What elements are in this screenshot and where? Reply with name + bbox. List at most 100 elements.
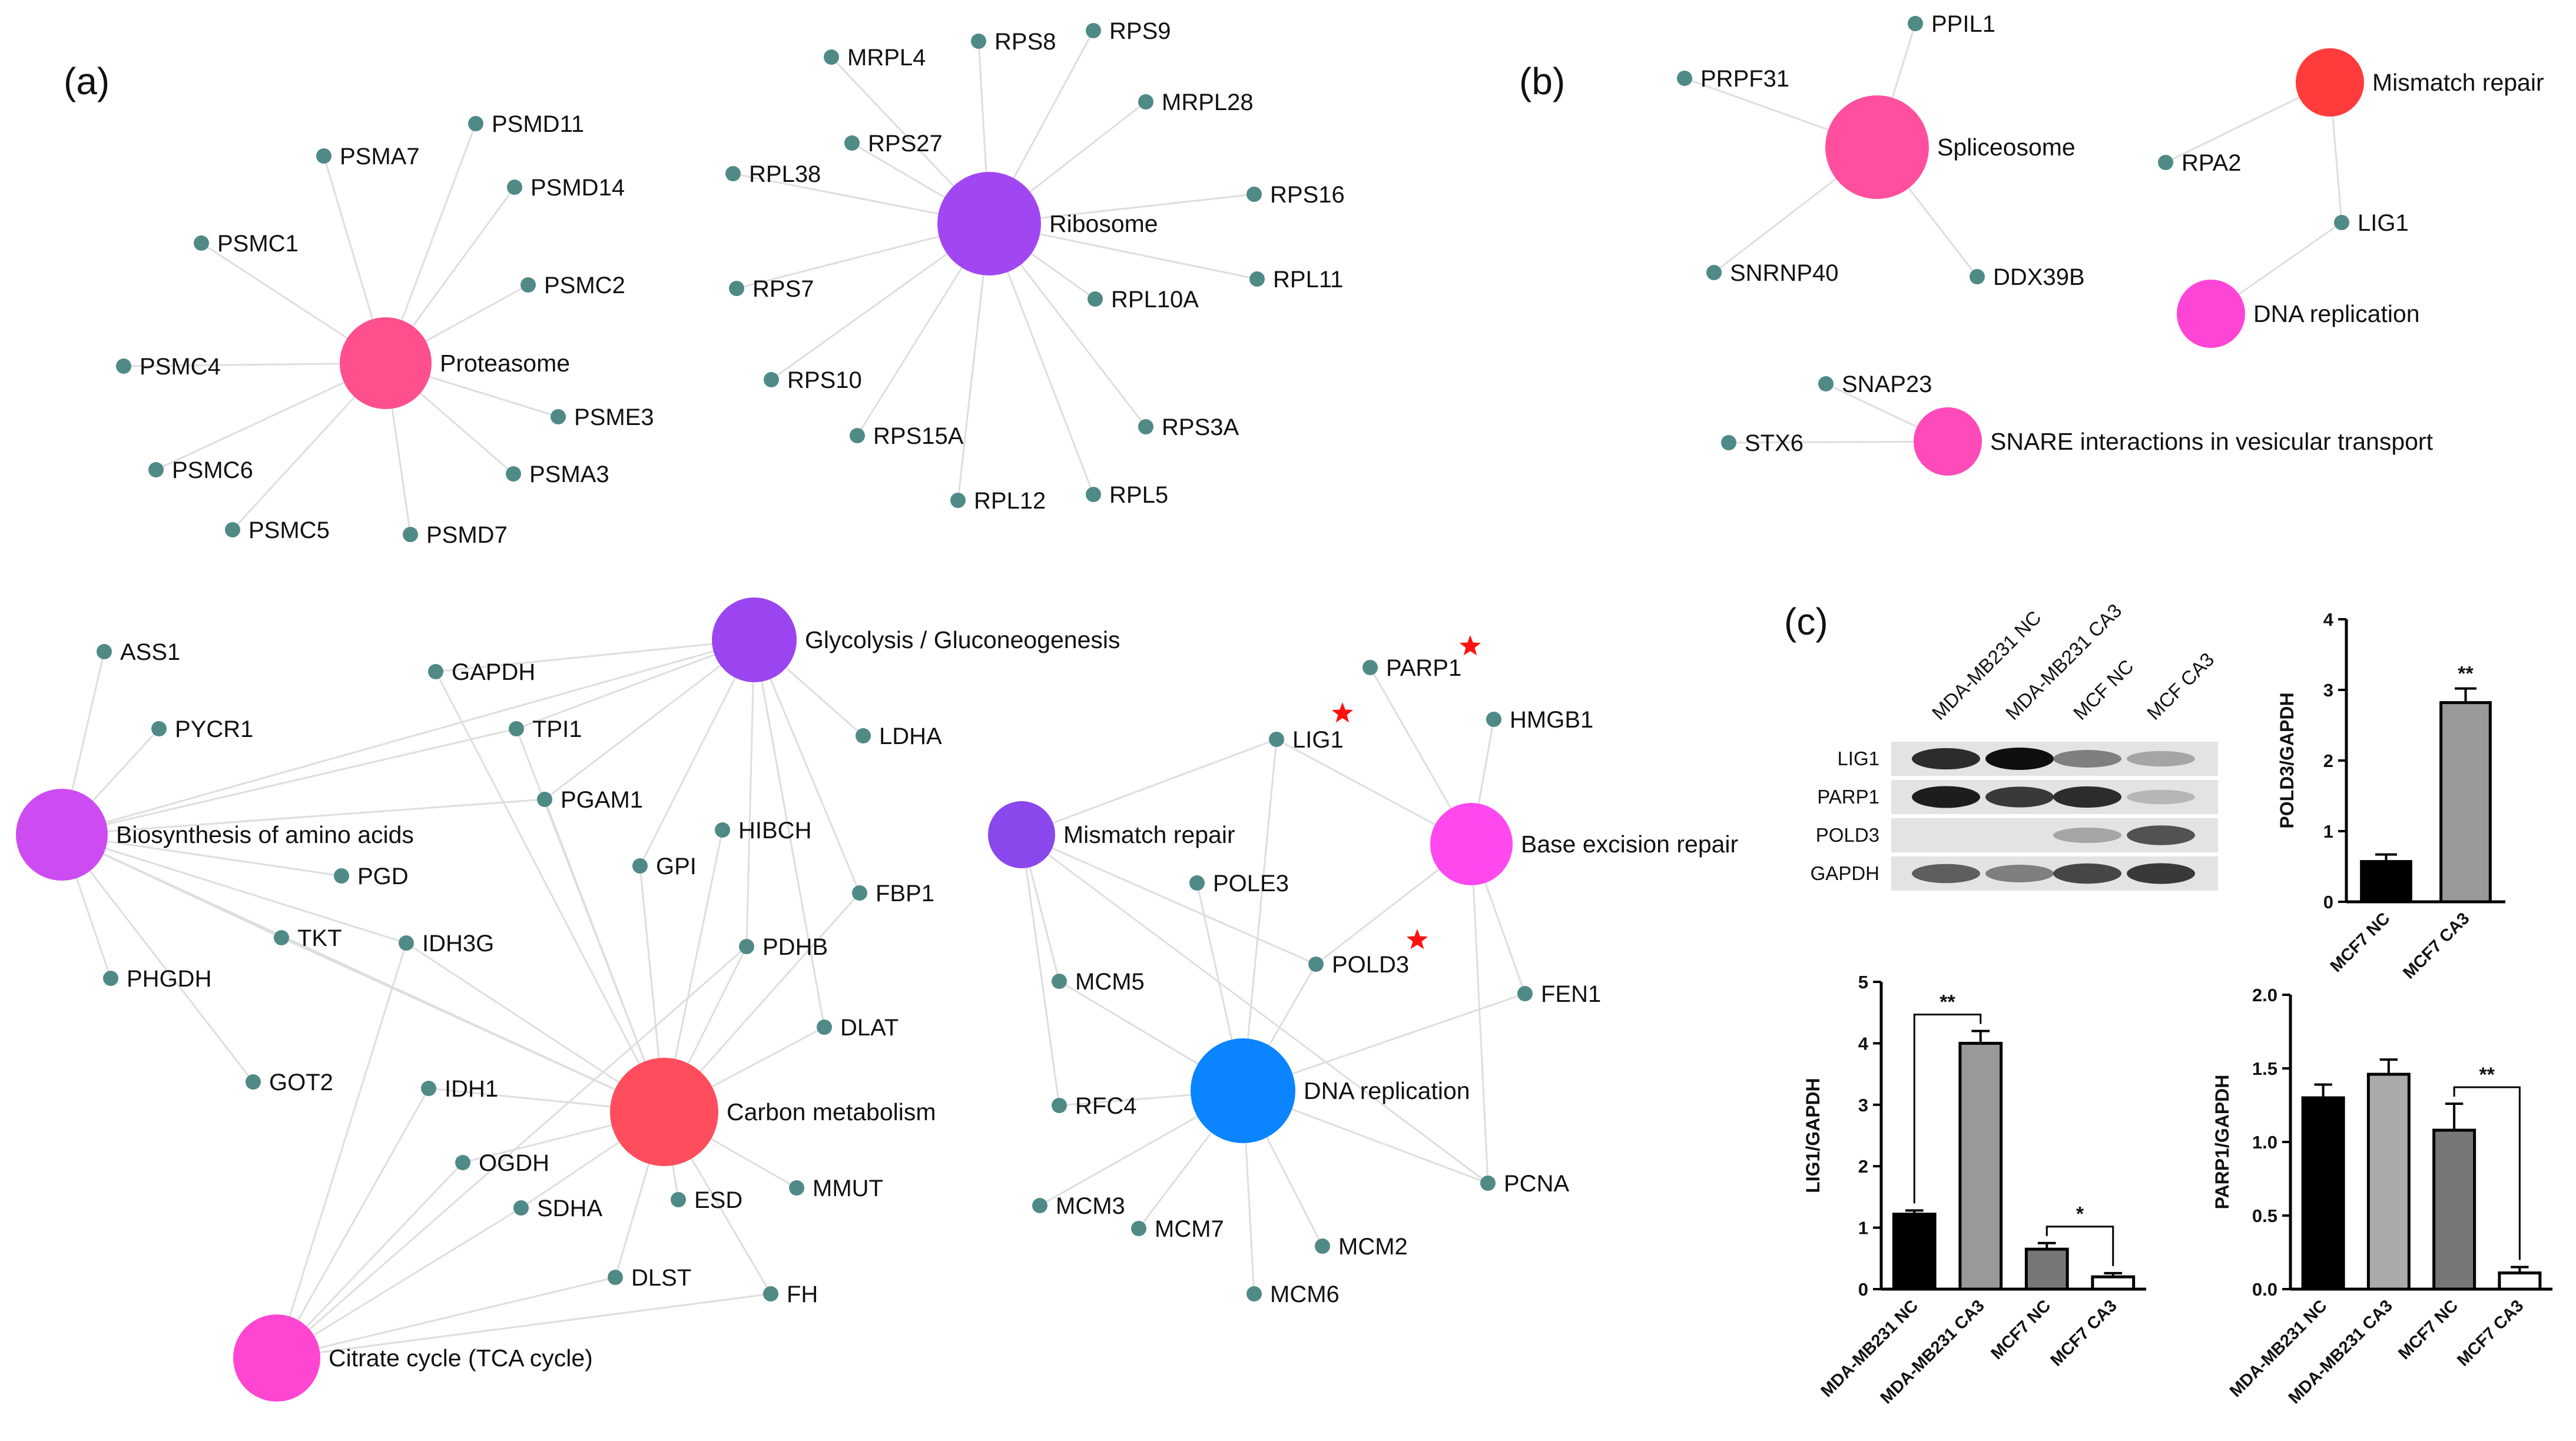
hub-label: Citrate cycle (TCA cycle) bbox=[329, 1344, 593, 1372]
pathway-hub-glycolysis-gluconeogenesis: Glycolysis / Gluconeogenesis bbox=[712, 597, 1120, 682]
gene-dot bbox=[509, 721, 524, 736]
gene-label: PRPF31 bbox=[1700, 66, 1789, 92]
network-edge bbox=[1021, 834, 1317, 965]
significance-bracket bbox=[2453, 1086, 2521, 1260]
hub-circle bbox=[1430, 803, 1513, 885]
pathway-hub-biosynthesis-of-amino-acids: Biosynthesis of amino acids bbox=[16, 789, 414, 881]
bar bbox=[2366, 1073, 2411, 1291]
gene-node-fh: FH bbox=[763, 1281, 818, 1307]
gene-node-mrpl28: MRPL28 bbox=[1138, 89, 1254, 115]
gene-label: PSMD7 bbox=[426, 522, 508, 548]
gene-node-rpl10a: RPL10A bbox=[1088, 287, 1199, 313]
gene-label: SDHA bbox=[537, 1196, 602, 1221]
gene-node-tpi1: TPI1 bbox=[509, 716, 582, 742]
gene-label: RPL12 bbox=[974, 488, 1046, 514]
gene-label: LIG1 bbox=[2358, 210, 2409, 236]
gene-node-pgd: PGD bbox=[334, 864, 409, 889]
gene-label: RPS27 bbox=[868, 131, 943, 157]
pathway-hub-proteasome: Proteasome bbox=[340, 317, 570, 409]
pathway-hub-dna-replication: DNA replication bbox=[1191, 1038, 1470, 1143]
gene-dot bbox=[1052, 1098, 1067, 1113]
gene-dot bbox=[1517, 986, 1533, 1001]
network-edge bbox=[276, 1161, 464, 1359]
gene-label: TKT bbox=[297, 925, 342, 951]
network-edge bbox=[61, 834, 254, 1083]
gene-label: MCM6 bbox=[1270, 1281, 1340, 1307]
gene-label: MCM2 bbox=[1338, 1234, 1408, 1260]
gene-dot bbox=[715, 822, 730, 838]
gene-node-lig1: LIG1 bbox=[2334, 210, 2409, 236]
blot-band bbox=[2127, 863, 2195, 884]
gene-dot bbox=[334, 868, 349, 884]
gene-dot bbox=[729, 281, 744, 296]
gene-dot bbox=[551, 409, 566, 424]
gene-dot bbox=[468, 116, 483, 131]
gene-node-idh1: IDH1 bbox=[421, 1076, 498, 1102]
star-icon bbox=[1406, 929, 1428, 949]
gene-node-mcm5: MCM5 bbox=[1052, 969, 1145, 995]
pathway-hub-carbon-metabolism: Carbon metabolism bbox=[610, 1058, 936, 1166]
gene-dot bbox=[950, 493, 966, 508]
gene-dot bbox=[403, 527, 418, 542]
gene-label: RPS16 bbox=[1270, 182, 1345, 208]
gene-label: TPI1 bbox=[532, 716, 582, 742]
gene-label: POLD3 bbox=[1332, 952, 1409, 978]
gene-label: GPI bbox=[656, 854, 697, 879]
gene-dot bbox=[844, 135, 860, 151]
blot-band bbox=[2127, 825, 2195, 845]
gene-dot bbox=[513, 1200, 529, 1216]
gene-node-pold3: POLD3 bbox=[1308, 952, 1409, 978]
gene-dot bbox=[1269, 732, 1284, 747]
gene-dot bbox=[856, 728, 871, 743]
blot-lane-label: MCF CA3 bbox=[2143, 648, 2219, 724]
network-edge bbox=[61, 728, 517, 836]
gene-node-mrpl4: MRPL4 bbox=[824, 45, 926, 71]
network-edge bbox=[276, 1088, 430, 1359]
gene-node-tkt: TKT bbox=[274, 925, 342, 951]
gene-node-pcna: PCNA bbox=[1480, 1171, 1569, 1197]
x-tick-label: MCF7 CA3 bbox=[2047, 1296, 2121, 1370]
gene-node-lig1: LIG1 bbox=[1269, 727, 1344, 753]
gene-dot bbox=[817, 1020, 832, 1035]
gene-label: PPIL1 bbox=[1931, 11, 1995, 37]
gene-label: DDX39B bbox=[1993, 264, 2085, 290]
gene-dot bbox=[1138, 94, 1153, 109]
gene-label: RFC4 bbox=[1075, 1093, 1136, 1119]
gene-node-psme3: PSME3 bbox=[551, 404, 654, 430]
gene-label: PGD bbox=[357, 864, 409, 889]
gene-label: PSMC4 bbox=[140, 354, 221, 380]
gene-dot bbox=[1706, 265, 1722, 280]
gene-dot bbox=[520, 277, 536, 293]
gene-node-rpl5: RPL5 bbox=[1086, 482, 1168, 508]
gene-dot bbox=[246, 1074, 261, 1090]
network-edge bbox=[61, 834, 342, 877]
gene-label: MRPL4 bbox=[847, 45, 926, 71]
hub-label: Biosynthesis of amino acids bbox=[116, 821, 414, 848]
pathway-hub-mismatch-repair: Mismatch repair bbox=[2296, 48, 2544, 117]
pathway-hub-base-excision-repair: Base excision repair bbox=[1430, 803, 1738, 885]
hub-circle bbox=[2177, 280, 2245, 348]
gene-node-snrnp40: SNRNP40 bbox=[1706, 260, 1839, 286]
bar bbox=[2432, 1128, 2476, 1291]
gene-node-snap23: SNAP23 bbox=[1818, 371, 1932, 397]
highlight-stars bbox=[1331, 635, 1481, 949]
gene-node-hmgb1: HMGB1 bbox=[1486, 707, 1593, 733]
gene-dot bbox=[506, 466, 521, 482]
gene-node-mcm6: MCM6 bbox=[1246, 1281, 1340, 1307]
gene-dot bbox=[1138, 419, 1153, 434]
network-edge bbox=[435, 639, 755, 673]
blot-band bbox=[1985, 748, 2054, 770]
gene-node-phgdh: PHGDH bbox=[103, 966, 211, 992]
hub-label: Carbon metabolism bbox=[727, 1098, 936, 1125]
network-edge bbox=[1021, 738, 1277, 836]
gene-dot bbox=[97, 644, 112, 659]
gene-dot bbox=[725, 166, 741, 181]
gene-label: SNRNP40 bbox=[1730, 260, 1839, 286]
blot-row-label: POLD3 bbox=[1816, 824, 1879, 846]
gene-node-prpf31: PRPF31 bbox=[1677, 66, 1789, 92]
network-edge bbox=[276, 942, 407, 1359]
blot-band bbox=[1912, 786, 1980, 808]
star-icon bbox=[1459, 635, 1481, 656]
gene-dot bbox=[1052, 974, 1067, 989]
gene-label: RPS15A bbox=[873, 423, 964, 449]
